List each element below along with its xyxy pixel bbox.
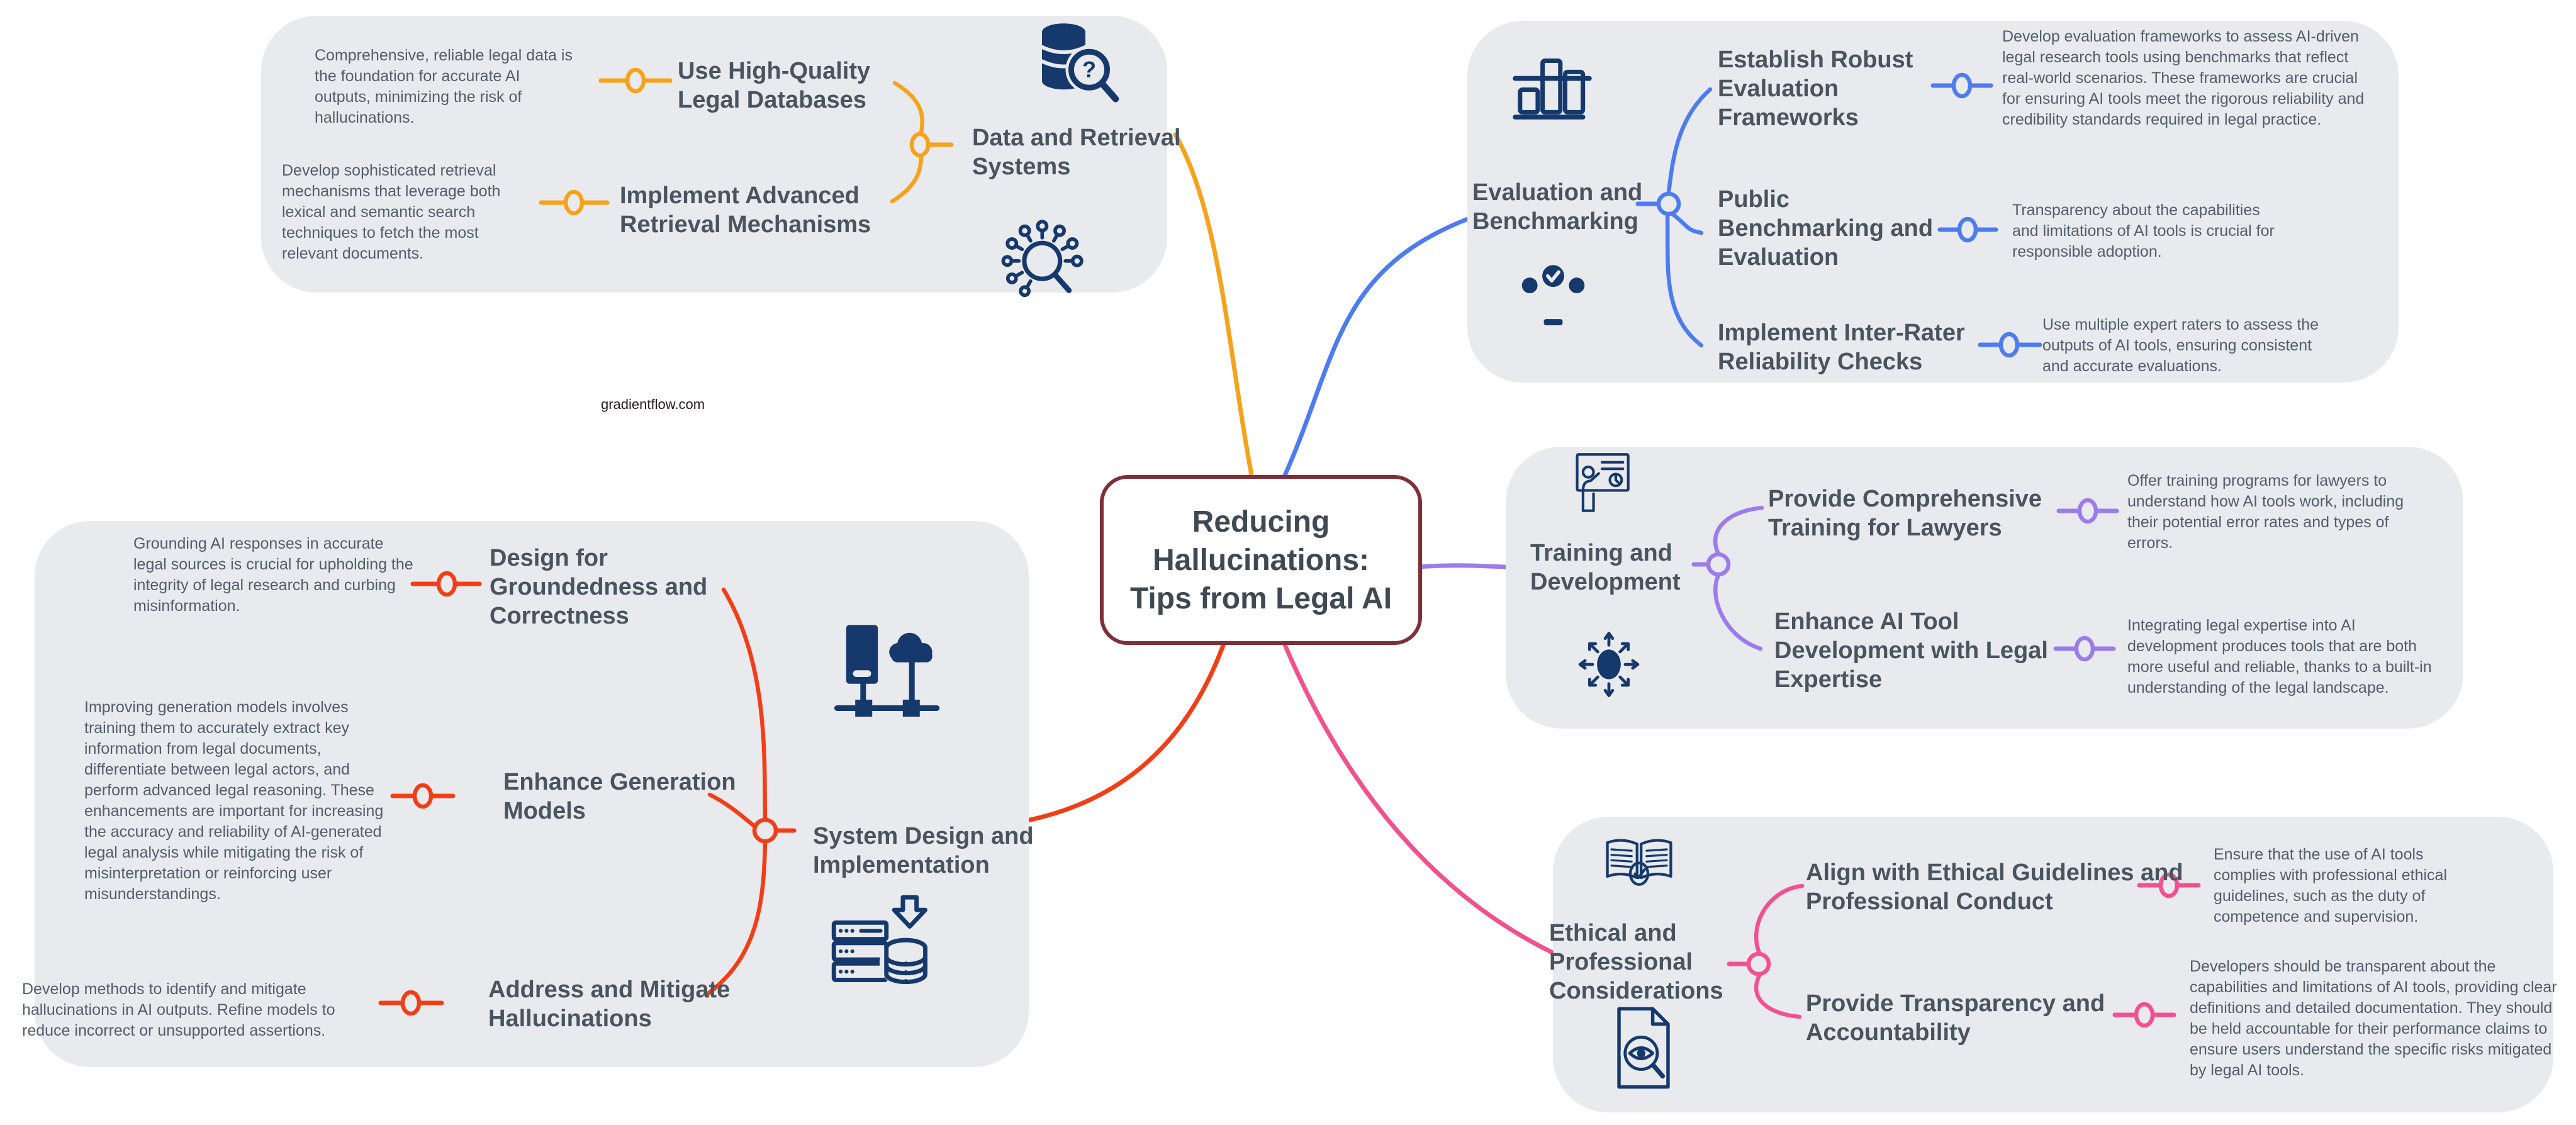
central-topic-line: Tips from Legal AI	[1129, 581, 1392, 615]
subtopic-legal-expertise: Enhance AI Tool Development with Legal E…	[1774, 608, 2048, 693]
central-topic-line: Reducing	[1192, 505, 1330, 539]
subtopic-use-high-quality-databases: Use High-Quality Legal Databases	[678, 58, 871, 113]
subtopic-training-for-lawyers: Provide Comprehensive Training for Lawye…	[1768, 486, 2042, 541]
subtopic-groundedness: Design for Groundedness and Correctness	[490, 545, 708, 629]
branch-label-ethical: Ethical and Professional Considerations	[1549, 920, 1723, 1004]
branch-label-system-design: System Design and Implementation	[813, 823, 1034, 878]
subtopic-description: Develop methods to identify and mitigate…	[22, 980, 335, 1039]
server-cloud-icon	[828, 620, 941, 737]
radiating-dot-icon	[1572, 624, 1646, 708]
subtopic-description: Develop evaluation frameworks to assess …	[2002, 28, 2365, 128]
subtopic-description: Improving generation models involves tra…	[84, 698, 384, 903]
subtopic-generation-models: Enhance Generation Models	[503, 769, 736, 824]
subtopic-description: Developers should be transparent about t…	[2190, 958, 2557, 1079]
subtopic-ethical-guidelines: Align with Ethical Guidelines and Profes…	[1806, 859, 2183, 915]
subtopic-transparency-accountability: Provide Transparency and Accountability	[1806, 990, 2105, 1046]
branch-card-system-design	[35, 521, 1029, 1067]
branch-label-data-retrieval: Data and Retrieval Systems	[972, 125, 1181, 180]
people-check-icon	[1514, 261, 1593, 335]
document-eye-icon	[1612, 1004, 1675, 1095]
subtopic-description: Transparency about the capabilities and …	[2012, 201, 2275, 260]
branch-label-evaluation: Evaluation and Benchmarking	[1472, 179, 1643, 235]
database-search-icon: ?	[1029, 18, 1123, 120]
subtopic-public-benchmarking: Public Benchmarking and Evaluation	[1718, 186, 1934, 271]
subtopic-mitigate-hallucinations: Address and Mitigate Hallucinations	[488, 977, 731, 1032]
subtopic-inter-rater-checks: Implement Inter-Rater Reliability Checks	[1718, 320, 1965, 375]
subtopic-description: Integrating legal expertise into AI deve…	[2127, 617, 2432, 697]
subtopic-description: Ensure that the use of AI tools complies…	[2214, 846, 2448, 926]
book-check-icon	[1602, 834, 1676, 895]
database-download-icon	[828, 888, 935, 1000]
branch-card-ethical	[1553, 817, 2553, 1112]
branch-card-training	[1506, 447, 2463, 729]
branch-label-training: Training and Development	[1530, 540, 1681, 595]
branch-card-evaluation	[1467, 21, 2399, 383]
bar-chart-icon	[1512, 54, 1593, 125]
semantic-search-icon	[999, 213, 1092, 301]
central-topic: Reducing Hallucinations: Tips from Legal…	[1100, 475, 1422, 645]
subtopic-description: Offer training programs for lawyers to u…	[2127, 472, 2404, 552]
presentation-icon	[1568, 451, 1633, 519]
central-topic-line: Hallucinations:	[1152, 543, 1370, 577]
subtopic-advanced-retrieval: Implement Advanced Retrieval Mechanisms	[620, 182, 871, 238]
subtopic-description: Develop sophisticated retrieval mechanis…	[282, 162, 501, 262]
subtopic-description: Comprehensive, reliable legal data is th…	[315, 47, 573, 126]
watermark: gradientflow.com	[601, 396, 705, 412]
subtopic-description: Grounding AI responses in accurate legal…	[133, 535, 413, 615]
subtopic-description: Use multiple expert raters to assess the…	[2042, 316, 2319, 375]
svg-text:?: ?	[1082, 57, 1096, 82]
subtopic-evaluation-frameworks: Establish Robust Evaluation Frameworks	[1718, 47, 1913, 131]
